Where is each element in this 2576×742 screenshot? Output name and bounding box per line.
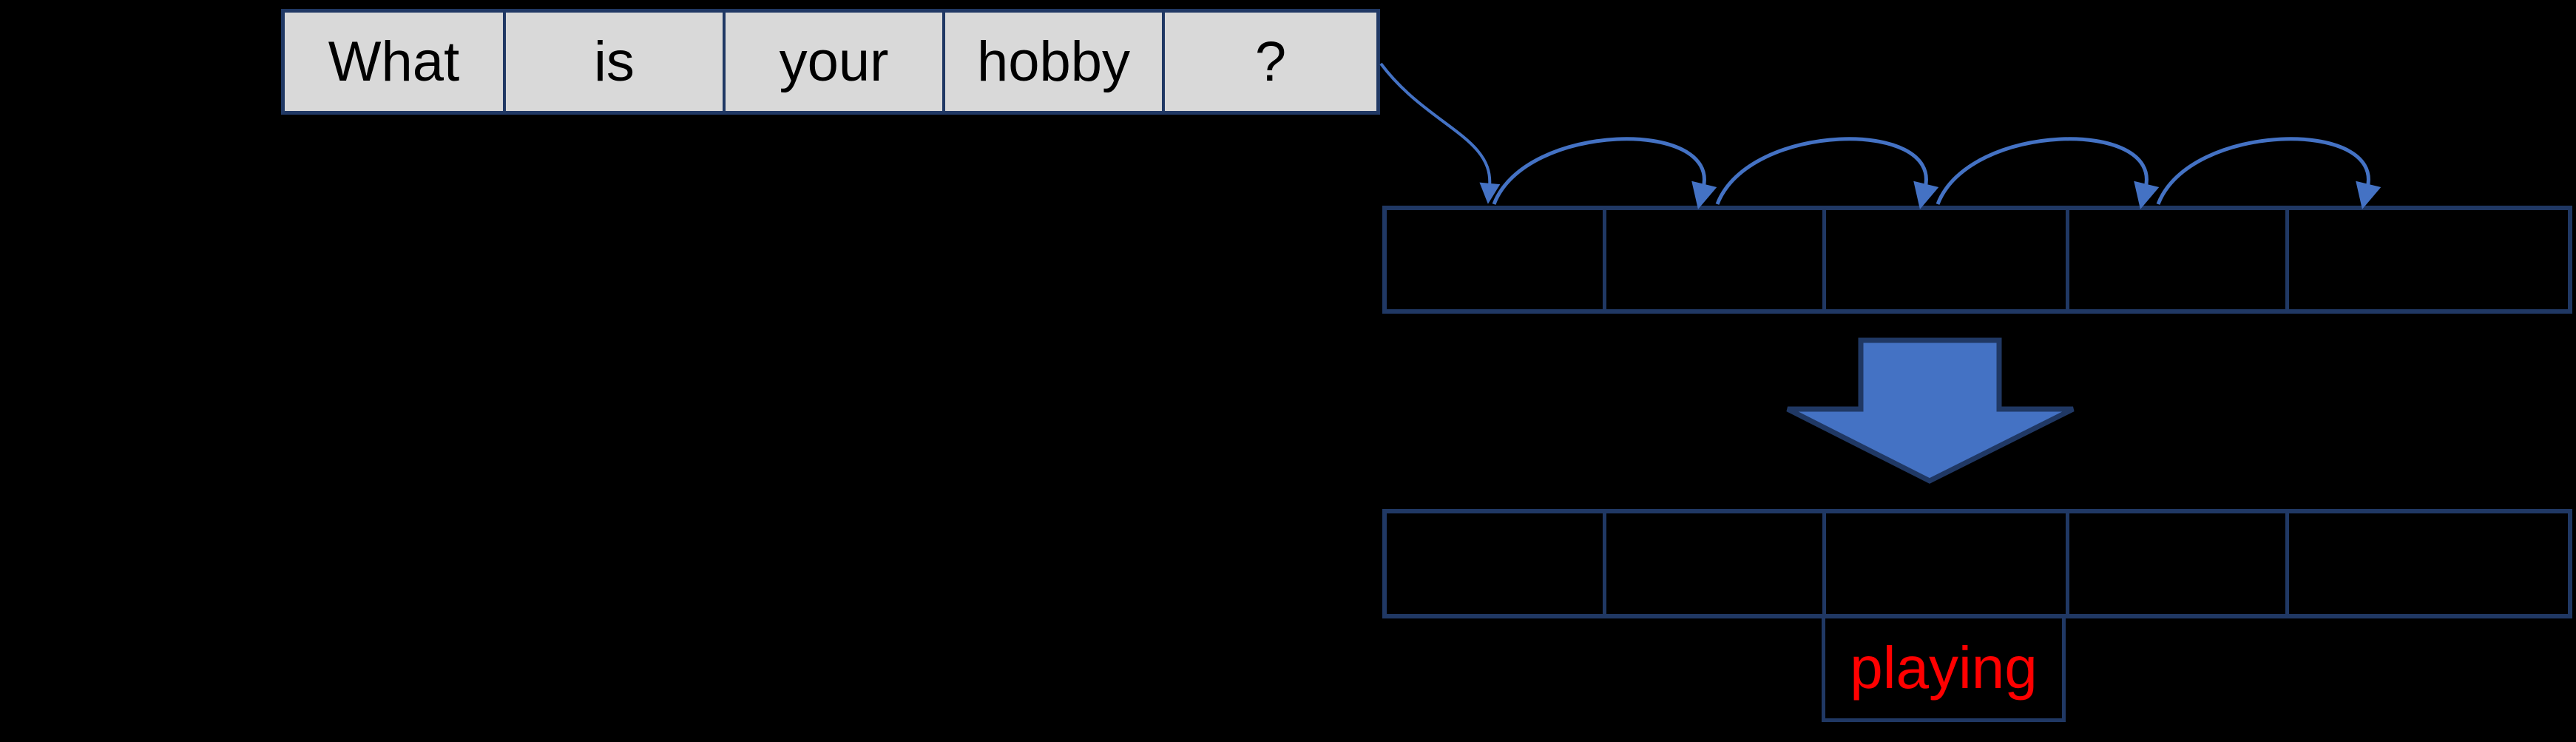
hop-arc-icon xyxy=(1936,137,2160,209)
word-label: hobby xyxy=(976,30,1131,93)
word-label: is xyxy=(594,30,635,93)
word-cell: ? xyxy=(1165,13,1376,111)
word-cell: What xyxy=(285,13,506,111)
input-sentence-row: What is your hobby ? xyxy=(281,9,1380,115)
hop-arc-icon xyxy=(1492,137,1717,209)
encoder-cells-row xyxy=(1382,206,2572,314)
word-label: ? xyxy=(1254,30,1287,93)
connector-arrow-icon xyxy=(1379,62,1501,204)
word-cell: hobby xyxy=(945,13,1165,111)
output-word-label: playing xyxy=(1850,635,2038,701)
word-label: What xyxy=(328,30,460,93)
empty-cell xyxy=(1606,210,1826,309)
empty-cell xyxy=(1387,513,1606,614)
empty-cell xyxy=(1826,513,2069,614)
empty-cell xyxy=(1387,210,1606,309)
hop-arc-icon xyxy=(1715,137,1939,209)
word-cell: is xyxy=(506,13,726,111)
empty-cell xyxy=(2289,513,2568,614)
empty-cell xyxy=(1826,210,2069,309)
word-label: your xyxy=(779,30,889,93)
empty-cell xyxy=(1606,513,1826,614)
down-block-arrow-icon xyxy=(1786,337,2075,484)
empty-cell xyxy=(2069,513,2289,614)
empty-cell xyxy=(2289,210,2568,309)
decoder-cells-row xyxy=(1382,509,2572,618)
hop-arc-icon xyxy=(2156,137,2381,209)
empty-cell xyxy=(2069,210,2289,309)
word-cell: your xyxy=(726,13,945,111)
output-word-box: playing xyxy=(1822,614,2066,722)
